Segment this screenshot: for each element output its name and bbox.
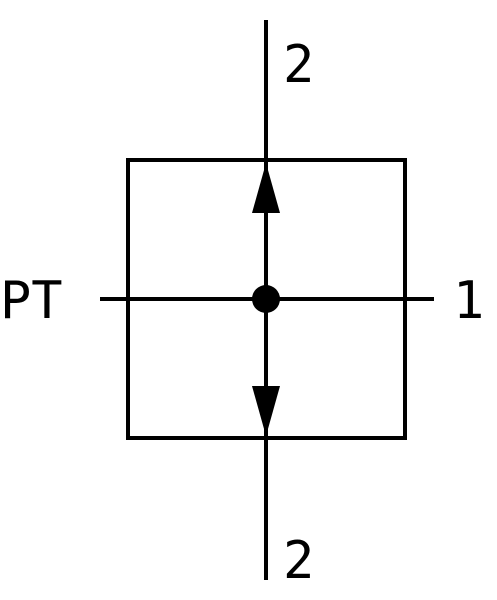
- bottom-port-label: 2: [283, 531, 314, 591]
- down-arrow-icon: [252, 386, 280, 436]
- top-port-label: 2: [283, 35, 314, 95]
- junction-dot: [252, 285, 280, 313]
- up-arrow-icon: [252, 163, 280, 213]
- left-port-label: PT: [0, 271, 63, 331]
- right-port-label: 1: [453, 271, 484, 331]
